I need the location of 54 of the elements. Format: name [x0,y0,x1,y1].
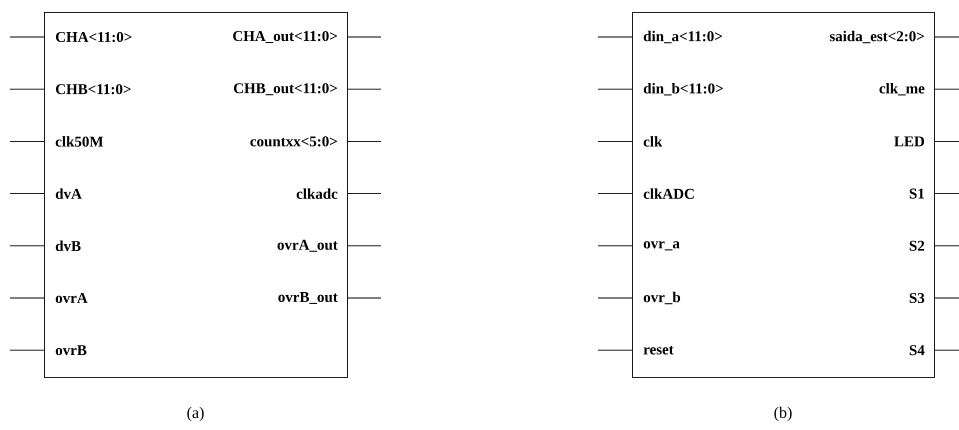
pin-label: clkADC [644,188,694,199]
pin-label: ovrA_out [278,240,338,252]
pin-line [598,245,632,246]
node-label: (b) [774,406,792,422]
pin-label: clkadc [296,188,338,199]
pin-label: S2 [910,240,924,251]
block-box [44,12,348,378]
pin-label: clk50M [56,136,104,147]
pin-line [934,140,959,142]
pin-line [598,36,632,38]
pin-line [10,88,44,90]
pin-label: ovrB_out [278,292,338,304]
pin-line [598,140,632,142]
pin-label: ovr_a [644,241,680,250]
pin-line [10,245,44,246]
pin-line [598,193,632,194]
pin-line [934,36,959,38]
pin-label: LED [894,136,924,146]
pin-line [10,193,44,194]
pin-label: CHB_out<11:0> [234,83,337,96]
pin-label: ovrB [56,345,86,356]
pin-label: CHA_out<11:0> [233,30,337,44]
pin-label: clk [644,136,662,147]
pin-label: reset [644,346,674,354]
pin-line [347,193,382,194]
pin-label: din_b<11:0> [644,82,723,96]
pin-line [598,88,632,90]
pin-label: din_a<11:0> [644,30,722,44]
pin-line [10,36,44,38]
pin-line [934,350,959,351]
pin-line [598,350,632,351]
pin-label: dvB [56,240,81,252]
pin-label: S1 [910,188,924,199]
pin-line [347,140,382,142]
pin-label: countxx<5:0> [250,136,337,146]
pin-line [347,245,382,246]
pin-line [10,350,44,351]
pin-label: saida_est<2:0> [830,30,924,44]
pin-label: dvA [56,188,82,199]
pin-label: S4 [910,345,924,356]
pin-line [10,140,44,142]
pin-label: CHA<11:0> [56,32,132,42]
node-label: (a) [187,406,204,422]
pin-label: ovrA [56,292,88,303]
pin-label: S3 [910,292,924,304]
pin-line [934,245,959,246]
pin-line [347,88,382,90]
pin-line [347,36,382,38]
pin-line [934,193,959,194]
pin-label: clk_me [880,82,924,96]
pin-label: CHB<11:0> [56,84,131,94]
block-box [632,12,935,378]
pin-line [934,88,959,90]
pin-label: ovr_b [644,292,680,304]
